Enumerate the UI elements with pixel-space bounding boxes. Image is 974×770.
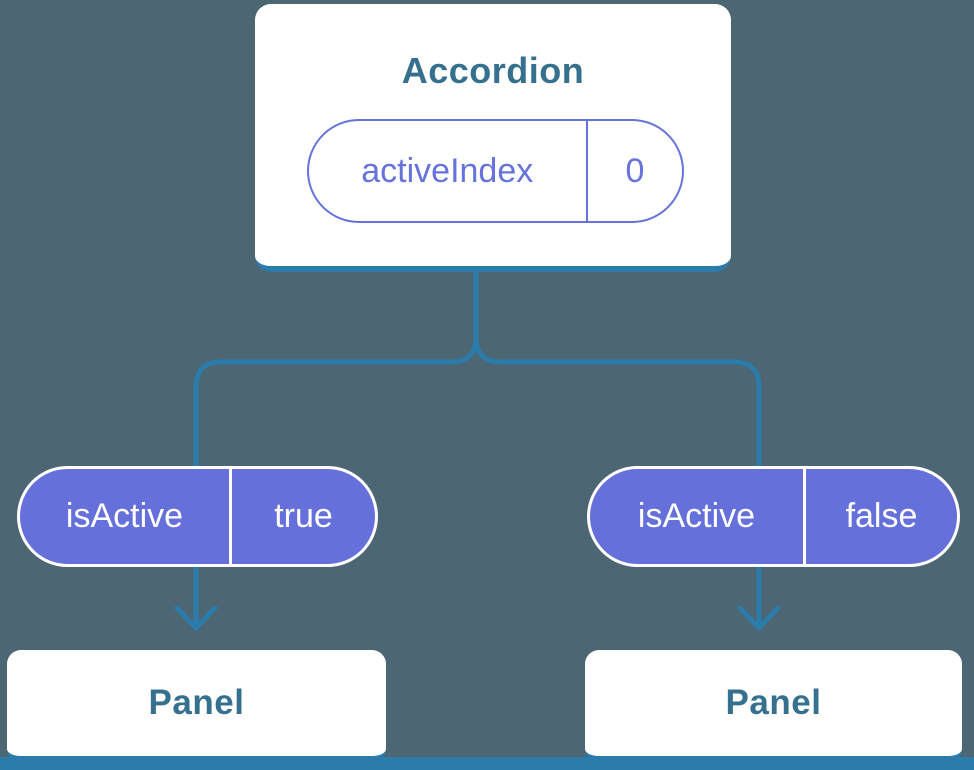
- arrowhead-down-left-icon: [174, 605, 218, 631]
- prop-name-label: isActive: [65, 497, 184, 535]
- state-value-label: 0: [625, 151, 645, 190]
- prop-name-label: isActive: [637, 497, 756, 535]
- accordion-node: Accordion activeIndex 0: [255, 4, 731, 272]
- prop-value-label: true: [274, 497, 333, 535]
- arrowhead-down-right-icon: [737, 605, 781, 631]
- panel-node-title: Panel: [725, 683, 822, 722]
- panel-node-title: Panel: [148, 683, 245, 722]
- edge-parent-to-left-panel: [193, 258, 479, 626]
- panel-node-left: Panel: [7, 650, 386, 763]
- panel-node-right: Panel: [585, 650, 962, 763]
- edge-parent-to-right-panel: [473, 258, 762, 626]
- prop-pill-isactive-false: isActive false: [587, 466, 960, 567]
- prop-value-label: false: [845, 497, 918, 535]
- prop-pill-divider: [229, 469, 232, 564]
- state-pill-activeindex: activeIndex 0: [307, 119, 684, 223]
- prop-pill-isactive-true: isActive true: [17, 466, 378, 567]
- accordion-node-title: Accordion: [401, 50, 585, 91]
- state-name-label: activeIndex: [361, 151, 534, 190]
- state-pill-divider: [585, 121, 588, 221]
- prop-pill-divider: [803, 469, 806, 564]
